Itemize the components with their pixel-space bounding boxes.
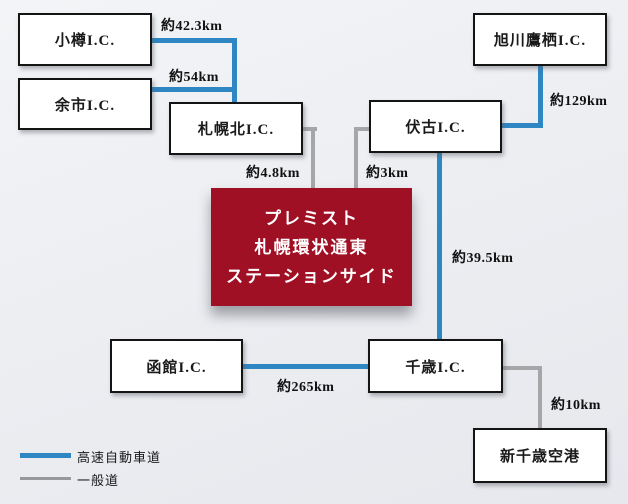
expressway-line-yoichi xyxy=(152,87,237,92)
expressway-line-asahikawa-to-fushiko xyxy=(502,123,543,128)
node-chitose-ic: 千歳I.C. xyxy=(368,339,503,393)
distance-fushiko-chitose: 約39.5km xyxy=(452,251,514,266)
general-road-sapporokita-stub xyxy=(303,127,317,131)
distance-asahikawa-fushiko: 約129km xyxy=(550,94,608,109)
node-fushiko-ic: 伏古I.C. xyxy=(369,100,502,153)
property-name-line3: ステーションサイド xyxy=(226,266,397,286)
expressway-line-to-sapporokita xyxy=(232,38,237,102)
node-otaru-ic: 小樽I.C. xyxy=(18,13,152,66)
expressway-line-fushiko-to-chitose xyxy=(437,153,442,340)
distance-sapporokita-site: 約4.8km xyxy=(246,166,300,181)
general-road-fushiko-stub xyxy=(354,127,369,131)
property-name-line1: プレミスト xyxy=(264,208,359,228)
legend-expressway-label: 高速自動車道 xyxy=(77,450,162,465)
node-shin-chitose-airport-label: 新千歳空港 xyxy=(499,449,580,465)
expressway-line-otaru xyxy=(152,38,237,43)
node-asahikawa-takasu-ic-label: 旭川鷹栖I.C. xyxy=(493,33,587,49)
node-chitose-ic-label: 千歳I.C. xyxy=(405,359,466,376)
distance-otaru-sapporokita: 約42.3km xyxy=(161,19,223,34)
distance-yoichi-sapporokita: 約54km xyxy=(169,70,219,85)
node-yoichi-ic: 余市I.C. xyxy=(18,78,152,130)
distance-hakodate-chitose: 約265km xyxy=(277,380,335,395)
expressway-line-asahikawa-vertical xyxy=(538,65,543,128)
node-shin-chitose-airport: 新千歳空港 xyxy=(473,428,607,483)
legend-expressway-swatch xyxy=(20,453,71,458)
general-road-chitose-stub xyxy=(503,366,542,370)
general-road-fushiko-to-site xyxy=(354,127,358,188)
distance-fushiko-site: 約3km xyxy=(366,166,409,181)
node-asahikawa-takasu-ic: 旭川鷹栖I.C. xyxy=(473,13,607,66)
distance-chitose-airport: 約10km xyxy=(551,398,601,413)
node-hakodate-ic: 函館I.C. xyxy=(110,339,243,393)
expressway-line-hakodate-to-chitose xyxy=(243,364,368,369)
property-center-box: プレミスト 札幌環状通東 ステーションサイド xyxy=(211,188,412,306)
property-name-line2: 札幌環状通東 xyxy=(254,237,369,257)
node-sapporo-kita-ic: 札幌北I.C. xyxy=(169,102,303,155)
node-hakodate-ic-label: 函館I.C. xyxy=(146,359,207,376)
node-otaru-ic-label: 小樽I.C. xyxy=(54,33,116,49)
legend-general-road-swatch xyxy=(20,477,71,480)
general-road-sapporokita-to-site xyxy=(311,127,315,188)
node-sapporo-kita-ic-label: 札幌北I.C. xyxy=(197,122,275,138)
general-road-chitose-to-airport xyxy=(538,366,542,428)
node-yoichi-ic-label: 余市I.C. xyxy=(54,97,116,114)
legend-general-road-label: 一般道 xyxy=(77,473,120,488)
node-fushiko-ic-label: 伏古I.C. xyxy=(405,120,466,136)
